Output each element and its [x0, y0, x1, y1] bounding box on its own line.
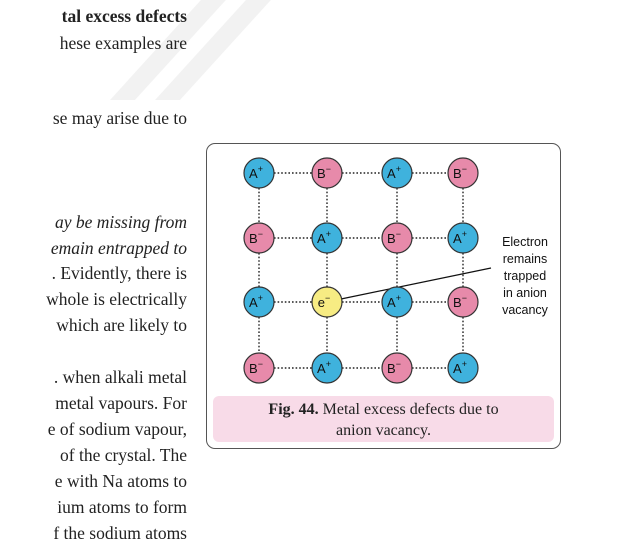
anion-circle	[381, 222, 413, 254]
anion-circle	[447, 286, 479, 318]
cation-label: A+	[387, 164, 401, 181]
anion-label: B−	[453, 164, 467, 181]
electron-circle	[311, 286, 343, 318]
body-line: of the crystal. The	[60, 445, 187, 465]
body-line: metal vapours. For	[55, 393, 187, 413]
anion-ion: B−	[381, 352, 413, 384]
figure-caption: Fig. 44. Metal excess defects due to ani…	[213, 396, 554, 442]
cation-label: A+	[317, 359, 331, 376]
cation-circle	[447, 352, 479, 384]
cation-label: A+	[453, 229, 467, 246]
body-line: ay be missing from	[54, 212, 187, 232]
cation-ion: A+	[381, 286, 413, 318]
anion-circle	[243, 222, 275, 254]
body-line: which are likely to	[56, 315, 187, 335]
anion-label: B−	[387, 359, 401, 376]
anion-ion: B−	[243, 222, 275, 254]
body-line: e of sodium vapour,	[47, 419, 187, 439]
electron-ion: e−	[311, 286, 343, 318]
anion-label: B−	[317, 164, 331, 181]
cation-ion: A+	[311, 222, 343, 254]
anion-circle	[447, 157, 479, 189]
cation-circle	[447, 222, 479, 254]
anion-ion: B−	[447, 286, 479, 318]
anion-label: B−	[249, 229, 263, 246]
cation-circle	[381, 157, 413, 189]
cation-ion: A+	[447, 222, 479, 254]
anion-ion: B−	[447, 157, 479, 189]
body-line: se may arise due to	[52, 108, 187, 128]
annotation-line: vacancy	[502, 303, 548, 317]
body-line: hese examples are	[59, 33, 187, 53]
body-line: whole is electrically	[46, 289, 187, 309]
cation-label: A+	[317, 229, 331, 246]
body-line: f the sodium atoms	[53, 523, 187, 543]
pointer-line	[340, 267, 492, 300]
anion-ion: B−	[243, 352, 275, 384]
cation-label: A+	[387, 293, 401, 310]
caption-text-line2: anion vacancy.	[336, 422, 431, 439]
annotation-line: remains	[502, 252, 548, 266]
cation-label: A+	[249, 293, 263, 310]
cation-ion: A+	[243, 286, 275, 318]
body-line: ium atoms to form	[57, 497, 187, 517]
body-line: e with Na atoms to	[54, 471, 187, 491]
anion-label: B−	[249, 359, 263, 376]
annotation-line: Electron	[502, 235, 548, 249]
cation-circle	[311, 352, 343, 384]
annotation-line: trapped	[503, 269, 547, 283]
caption-label: Fig. 44.	[268, 401, 319, 418]
caption-text-line1: Metal excess defects due to	[322, 401, 499, 418]
body-line: emain entrapped to	[50, 238, 187, 258]
lattice-diagram: A+ B− A+ B− B− A+ B− A+ A+ e− A+ B− B− A+ B− A+	[243, 157, 492, 384]
anion-circle	[311, 157, 343, 189]
cation-label: A+	[453, 359, 467, 376]
anion-ion: B−	[381, 222, 413, 254]
cation-circle	[311, 222, 343, 254]
anion-label: B−	[453, 293, 467, 310]
cation-circle	[243, 286, 275, 318]
cation-ion: A+	[447, 352, 479, 384]
body-line: . Evidently, there is	[51, 263, 187, 283]
anion-label: B−	[387, 229, 401, 246]
cation-ion: A+	[311, 352, 343, 384]
body-text-column: tal excess defects hese examples are se ma…	[0, 0, 190, 547]
cation-label: A+	[249, 164, 263, 181]
annotation-line: in anion	[503, 286, 547, 300]
annotation-text: Electron remains trapped in anion vacancy	[489, 234, 560, 319]
figure-box: A+ B− A+ B− B− A+ B− A+ A+ e− A+ B− B− A+ B− A+ Electro…	[206, 143, 561, 449]
cation-circle	[243, 157, 275, 189]
body-line: . when alkali metal	[53, 367, 187, 387]
cation-ion: A+	[381, 157, 413, 189]
cation-circle	[381, 286, 413, 318]
cation-ion: A+	[243, 157, 275, 189]
anion-circle	[381, 352, 413, 384]
anion-circle	[243, 352, 275, 384]
body-line: tal excess defects	[61, 6, 187, 26]
anion-ion: B−	[311, 157, 343, 189]
electron-label: e−	[318, 293, 331, 310]
